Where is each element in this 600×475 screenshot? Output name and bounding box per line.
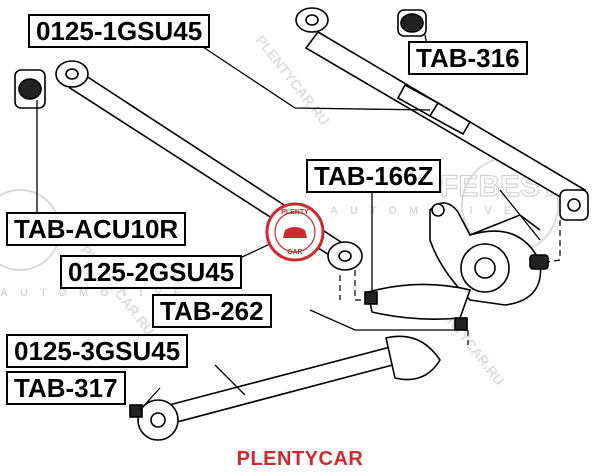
knuckle	[429, 202, 549, 306]
label-0125-1gsu45[interactable]: 0125-1GSU45	[28, 14, 211, 48]
bushing-tab-acu10r	[14, 69, 46, 109]
lower-lateral-arm	[129, 335, 441, 441]
plentycar-badge: PLENTY CAR	[265, 202, 325, 262]
badge-bottom-text: CAR	[287, 249, 302, 256]
dashed-guides	[339, 220, 561, 345]
badge-top-text: PLENTY	[281, 209, 309, 216]
label-tab-166z[interactable]: TAB-166Z	[306, 159, 442, 193]
bushing-tab-316	[397, 9, 427, 37]
label-0125-3gsu45[interactable]: 0125-3GSU45	[6, 334, 189, 368]
brand-footer: PLENTYCAR	[236, 448, 364, 470]
lower-arm	[364, 283, 472, 331]
label-tab-262[interactable]: TAB-262	[152, 294, 272, 328]
watermark-faint-sub-left: AUTOMOTIVE	[0, 287, 193, 299]
label-tab-acu10r[interactable]: TAB-ACU10R	[6, 212, 187, 246]
label-tab-317[interactable]: TAB-317	[6, 371, 126, 405]
car-icon	[283, 227, 307, 238]
watermark-faint-sub: AUTOMOTIVE	[330, 205, 523, 217]
label-tab-316[interactable]: TAB-316	[408, 41, 528, 75]
upper-control-arm	[295, 7, 589, 221]
label-0125-2gsu45[interactable]: 0125-2GSU45	[60, 255, 243, 289]
